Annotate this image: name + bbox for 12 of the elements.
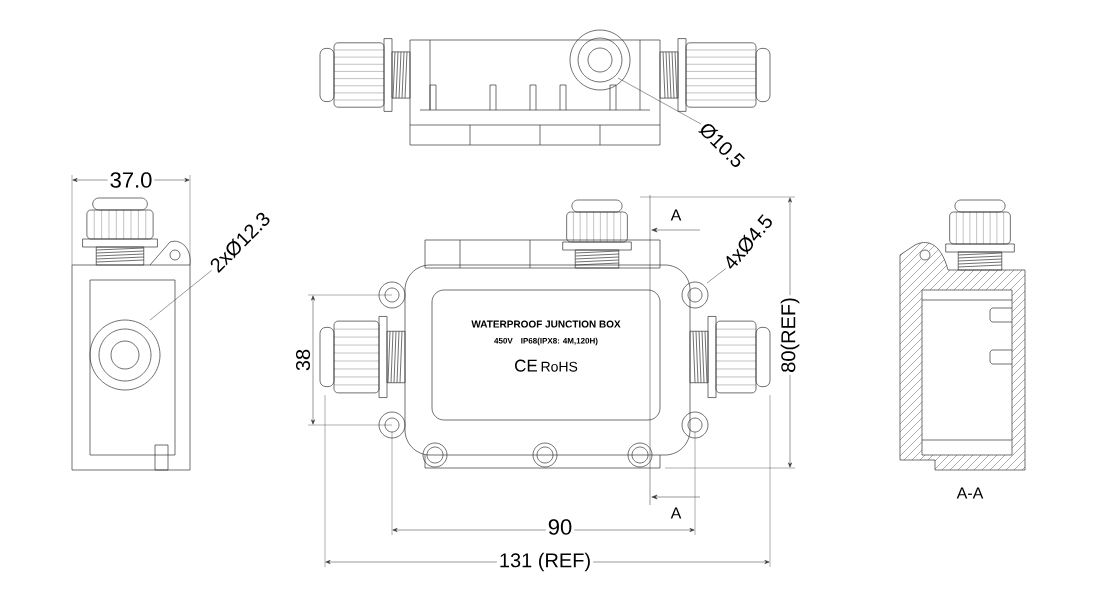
dimension-text: 131 (REF)	[496, 550, 594, 574]
leader-line	[617, 77, 702, 125]
section-mark: A	[668, 505, 684, 521]
section-title: A-A	[954, 485, 986, 501]
dimension-text: 90	[545, 517, 575, 537]
leader-line	[706, 268, 726, 284]
section-mark: A	[668, 207, 684, 223]
dimension-text: 37.0	[107, 170, 155, 190]
dimension-text: 38	[293, 346, 313, 374]
dimension-text: 80(REF)	[778, 295, 802, 375]
leader-line	[149, 270, 212, 321]
nameplate: WATERPROOF JUNCTION BOX 450V IP68(IPX8: 4M,120H) CE RoHS	[431, 289, 661, 421]
